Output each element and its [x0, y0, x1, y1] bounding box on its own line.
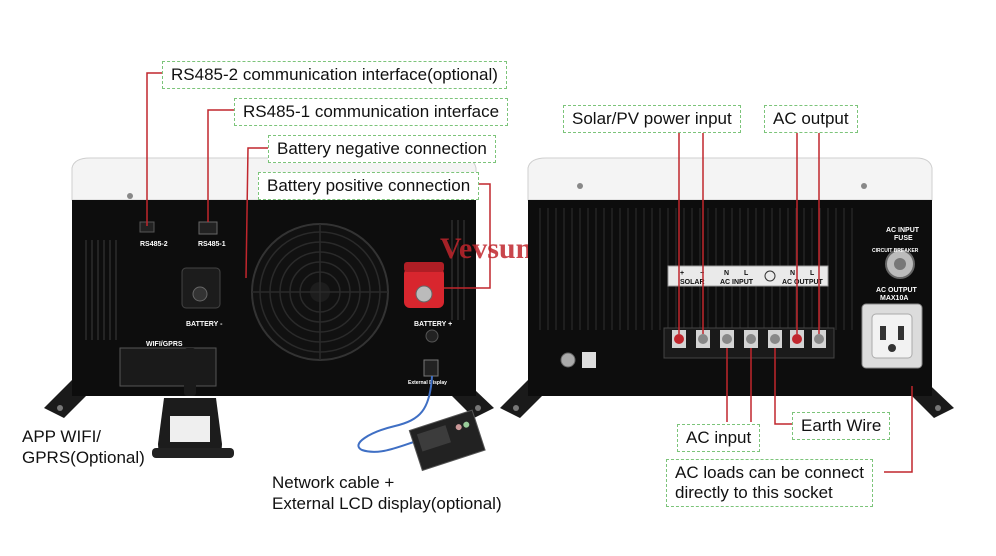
- callout-earth-wire: Earth Wire: [792, 412, 891, 440]
- ac-output-strip-label: AC OUTPUT: [782, 279, 824, 286]
- n2-label: N: [790, 270, 795, 277]
- label-network-cable: Network cable + External LCD display(opt…: [272, 472, 502, 514]
- callout-ac-loads: AC loads can be connect directly to this…: [666, 459, 874, 507]
- callout-rs485-1: RS485-1 communication interface: [234, 98, 509, 126]
- callout-battery-negative: Battery negative connection: [268, 135, 496, 163]
- ac-input-fuse-label-1: AC INPUT: [886, 227, 920, 234]
- network-cable: [357, 375, 433, 453]
- label-network-cable-line1: Network cable +: [272, 473, 395, 492]
- wifi-gprs-panel-label: WIFI/GPRS: [146, 341, 183, 348]
- rs485-1-panel-label: RS485-1: [198, 241, 226, 248]
- callout-ac-loads-line2: directly to this socket: [675, 483, 833, 502]
- ac-input-strip-label: AC INPUT: [720, 279, 754, 286]
- terminal-label-strip: [667, 265, 829, 287]
- terminal-block: [663, 327, 835, 359]
- callout-rs485-2: RS485-2 communication interface(optional…: [162, 61, 507, 89]
- callout-solar-pv: Solar/PV power input: [563, 105, 741, 133]
- right-leader-lines: [678, 132, 913, 473]
- callout-ac-output: AC output: [764, 105, 858, 133]
- left-vent-right: [451, 220, 465, 320]
- wifi-gprs-cover: [119, 347, 217, 387]
- callout-battery-positive: Battery positive connection: [258, 172, 480, 200]
- l2-label: L: [810, 270, 815, 277]
- label-app-wifi-line2: GPRS(Optional): [22, 448, 145, 467]
- rs485-2-panel-label: RS485-2: [140, 241, 168, 248]
- external-display-panel-label: External Display: [408, 380, 447, 386]
- label-app-wifi-line1: APP WIFI/: [22, 427, 102, 446]
- external-lcd-board: [408, 409, 486, 472]
- left-leader-lines: [146, 72, 491, 289]
- battery-positive-terminal: [404, 262, 444, 308]
- l1-label: L: [744, 270, 749, 277]
- battery-negative-terminal: [181, 267, 221, 309]
- plus-label: +: [680, 270, 684, 277]
- ac-input-fuse-label-2: FUSE: [894, 235, 913, 242]
- label-app-wifi: APP WIFI/ GPRS(Optional): [22, 426, 145, 468]
- ac-outlet-socket: [861, 303, 923, 369]
- ac-output-max-label-2: MAX10A: [880, 295, 908, 302]
- left-vent-left: [85, 240, 117, 340]
- wifi-dongle: [152, 348, 234, 458]
- circuit-breaker-label: CIRCUIT BREAKER: [872, 248, 919, 254]
- label-network-cable-line2: External LCD display(optional): [272, 494, 502, 513]
- ac-output-max-label-1: AC OUTPUT: [876, 287, 918, 294]
- cooling-fan: [251, 223, 389, 361]
- minus-label: −: [700, 270, 704, 277]
- n1-label: N: [724, 270, 729, 277]
- battery-plus-panel-label: BATTERY +: [414, 321, 452, 328]
- battery-minus-panel-label: BATTERY -: [186, 321, 223, 328]
- callout-ac-input: AC input: [677, 424, 761, 452]
- right-top-cover: [527, 157, 933, 201]
- callout-ac-loads-line1: AC loads can be connect: [675, 463, 865, 482]
- brand-logo: Vevsun: [440, 232, 533, 265]
- solar-label: SOLAR: [680, 279, 705, 286]
